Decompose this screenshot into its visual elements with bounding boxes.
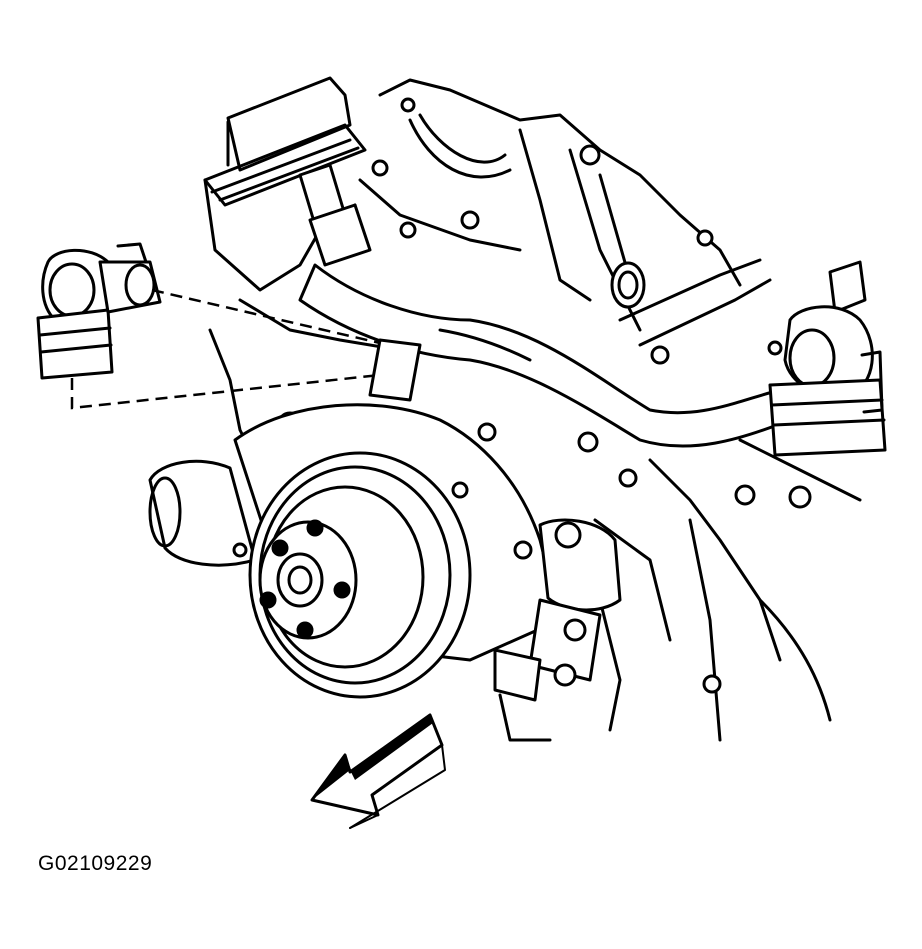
thermostat-housing [767, 260, 887, 457]
leader-line-lower [70, 373, 381, 410]
leader-line-upper [151, 288, 411, 352]
water-pump-pulley [232, 451, 472, 699]
engine-block [203, 76, 742, 332]
removed-outlet-fitting [36, 242, 162, 380]
figure-code-label: G02109229 [38, 852, 153, 875]
front-direction-arrow-icon [310, 713, 446, 829]
